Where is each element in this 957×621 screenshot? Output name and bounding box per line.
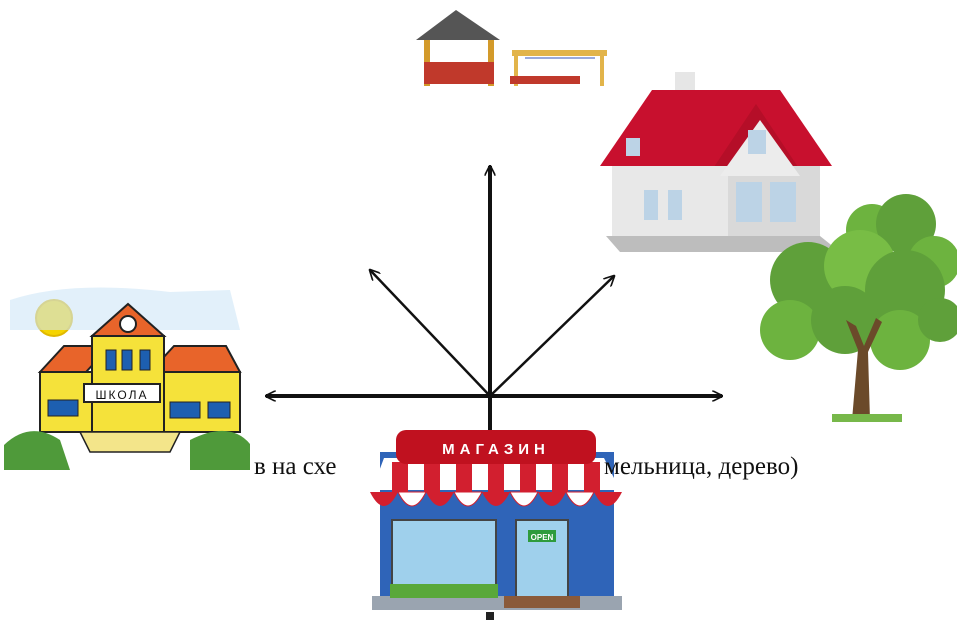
open-sign-text: OPEN (531, 533, 554, 542)
school-sign-text: ШКОЛА (96, 388, 149, 402)
playground-icon (408, 0, 608, 86)
caption-fragment-left: в на схе (254, 454, 337, 479)
house-icon (600, 72, 840, 252)
shop-icon (370, 430, 622, 620)
school-icon (0, 288, 252, 481)
caption-fragment-right: мельница, дерево) (604, 454, 798, 479)
arrow-upright (490, 276, 614, 396)
arrow-upleft (370, 270, 490, 396)
shop-awning (370, 462, 622, 506)
shop-sign-text: МАГАЗИН (442, 441, 550, 458)
